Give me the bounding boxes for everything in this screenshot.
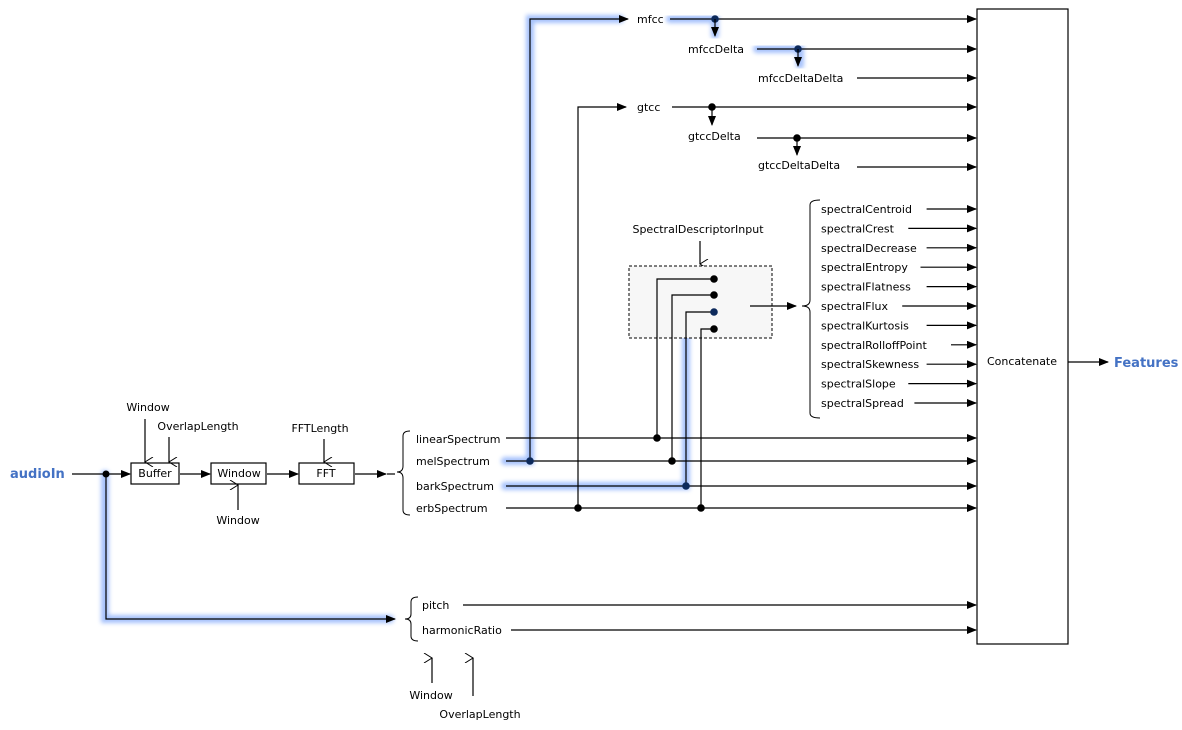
- switch-terminal: [710, 275, 718, 283]
- descriptor-spectralEntropy: spectralEntropy: [821, 261, 908, 274]
- junction-dot: [653, 434, 661, 442]
- spectrum-mel: melSpectrum: [416, 455, 490, 468]
- spectrum-brace: [396, 430, 411, 516]
- descriptor-spectralSlope: spectralSlope: [821, 378, 896, 391]
- descriptor-brace: [801, 199, 821, 419]
- features-output-label: Features: [1114, 356, 1179, 371]
- highlight-path: [66, 15, 1106, 634]
- junction-dot: [682, 482, 690, 490]
- fft-label: FFT: [316, 467, 335, 480]
- switch-terminal: [710, 291, 718, 299]
- selector-wire-linear: [656, 278, 714, 438]
- descriptor-spectralFlux: spectralFlux: [821, 300, 889, 313]
- concatenate-block[interactable]: [976, 8, 1069, 645]
- window-param-window: Window: [216, 514, 259, 527]
- mfcc-label: mfcc: [637, 13, 664, 26]
- spectral-descriptor-list: spectralCentroid spectralCrest spectralDec…: [821, 203, 977, 410]
- concatenate-label: Concatenate: [987, 355, 1057, 368]
- descriptor-spectralCentroid: spectralCentroid: [821, 203, 912, 216]
- buffer-param-window: Window: [126, 401, 169, 414]
- descriptor-spectralSpread: spectralSpread: [821, 397, 904, 410]
- periodic-param-overlap: OverlapLength: [439, 708, 520, 721]
- descriptor-spectralDecrease: spectralDecrease: [821, 242, 917, 255]
- periodic-branch-wire: [105, 474, 396, 623]
- pitch-label: pitch: [422, 599, 449, 612]
- junction-dot: [574, 504, 582, 512]
- mfcc-delta-delta-label: mfccDeltaDelta: [758, 72, 843, 85]
- harmonic-ratio-label: harmonicRatio: [422, 624, 502, 637]
- gtcc-label: gtcc: [637, 101, 660, 114]
- buffer-label: Buffer: [138, 467, 172, 480]
- spectral-descriptor-input-label: SpectralDescriptorInput: [632, 223, 764, 236]
- spectrum-bark: barkSpectrum: [416, 480, 494, 493]
- mfcc-feed-wire: [529, 15, 629, 461]
- spectrum-erb: erbSpectrum: [416, 502, 488, 515]
- window-label: Window: [217, 467, 260, 480]
- gtcc-delta-delta-label: gtccDeltaDelta: [758, 159, 840, 172]
- buffer-block[interactable]: [130, 462, 180, 485]
- mfcc-delta-label: mfccDelta: [688, 43, 744, 56]
- periodic-brace: [404, 596, 419, 642]
- junction-dot: [526, 457, 534, 465]
- selector-wire-bark: [685, 311, 714, 486]
- descriptor-spectralRolloffPoint: spectralRolloffPoint: [821, 339, 927, 352]
- gtcc-feed-wire: [577, 103, 627, 508]
- spectrum-linear: linearSpectrum: [416, 433, 500, 446]
- selector-wire-erb: [700, 328, 714, 508]
- spectral-descriptor-switch[interactable]: [628, 265, 773, 339]
- junction-dot: [668, 457, 676, 465]
- switch-terminal-selected: [710, 308, 718, 316]
- buffer-param-overlap: OverlapLength: [157, 420, 238, 433]
- selector-wire-mel: [671, 294, 714, 461]
- descriptor-spectralSkewness: spectralSkewness: [821, 358, 919, 371]
- descriptor-spectralKurtosis: spectralKurtosis: [821, 319, 909, 332]
- descriptor-spectralCrest: spectralCrest: [821, 222, 895, 235]
- switch-terminal: [710, 325, 718, 333]
- fft-param-length: FFTLength: [291, 422, 348, 435]
- descriptor-spectralFlatness: spectralFlatness: [821, 281, 911, 294]
- junction-dot: [697, 504, 705, 512]
- gtcc-delta-label: gtccDelta: [688, 130, 741, 143]
- audio-in-label: audioIn: [10, 467, 65, 482]
- periodic-param-window: Window: [409, 689, 452, 702]
